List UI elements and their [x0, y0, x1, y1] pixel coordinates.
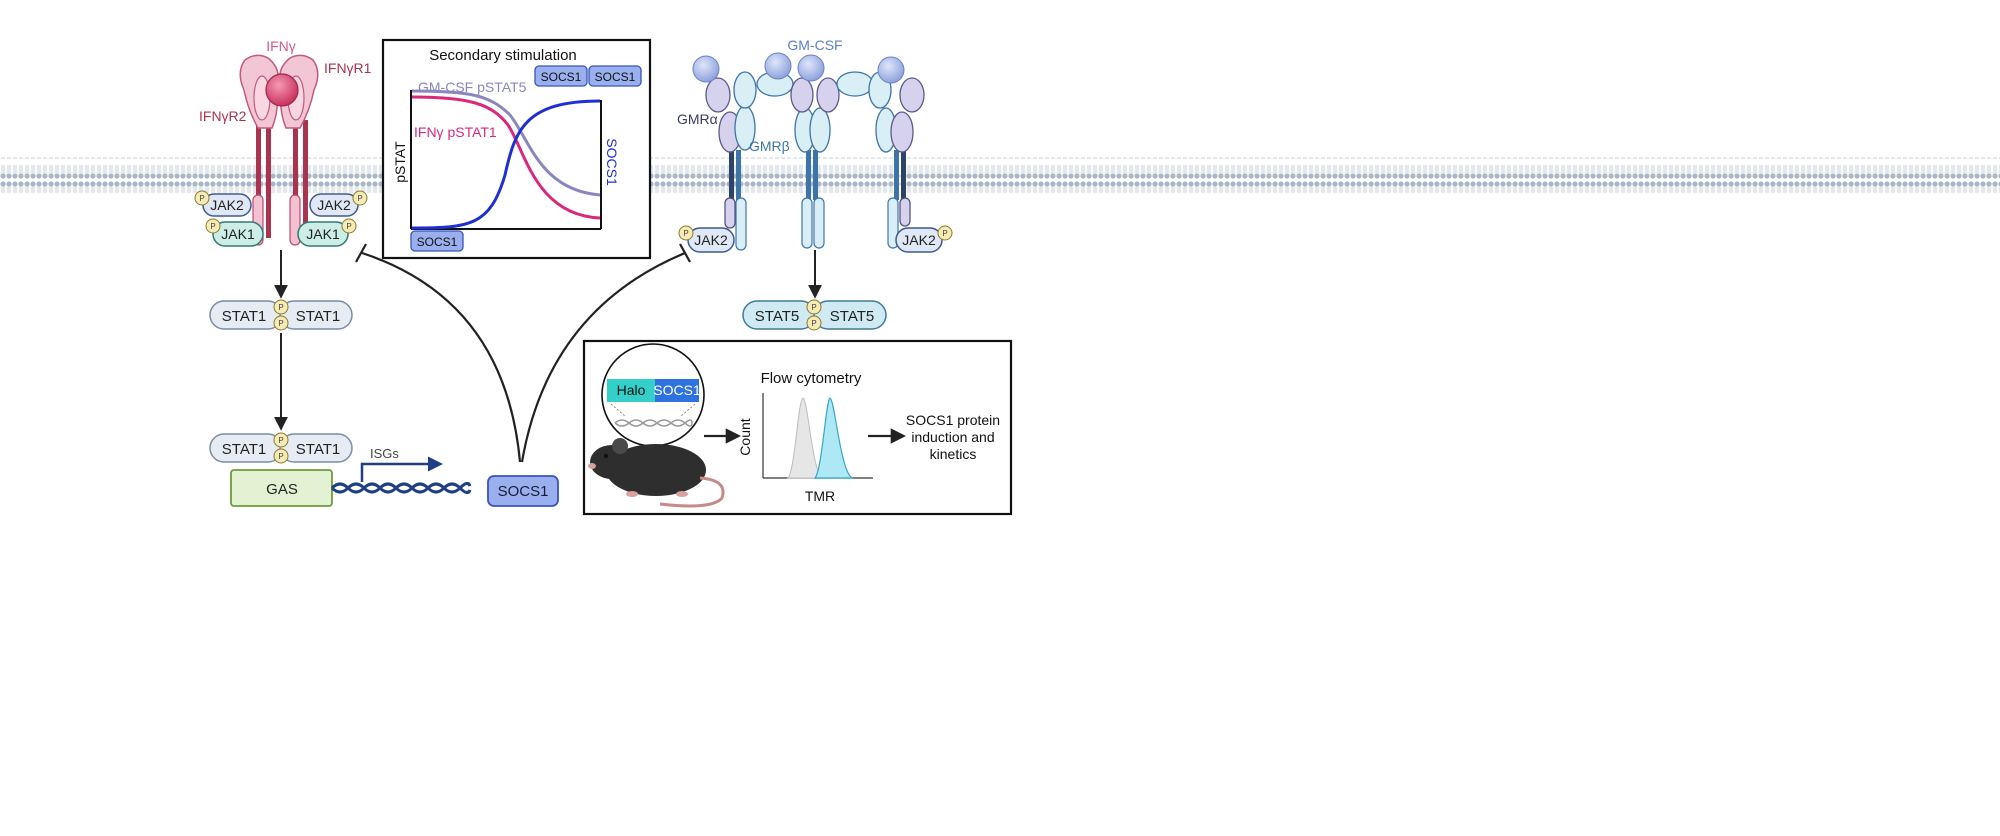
stat1-dimer-cytoplasm: [209, 299, 353, 331]
phospho-label: P: [683, 229, 688, 238]
phospho-label: P: [811, 319, 816, 328]
socs1-central-label: SOCS1: [498, 483, 549, 500]
phospho-label: P: [811, 303, 816, 312]
phospho-label: P: [278, 436, 283, 445]
jak1-box-right: [297, 221, 349, 247]
gm-csf-ligand: [877, 56, 905, 84]
ifngr1-label: IFNγR1: [324, 60, 372, 76]
inhibition-arc-to-ifn: [361, 251, 522, 463]
socs1-fusion-tag: [655, 379, 699, 402]
mouse-illustration: [588, 438, 725, 508]
stat1-dimer-nucleus: [209, 432, 353, 464]
phospho-label: P: [278, 303, 283, 312]
gas-label: GAS: [266, 481, 298, 498]
stat5-label: STAT5: [830, 308, 874, 325]
halo-tag-label: Halo: [617, 382, 646, 398]
phospho-label: P: [210, 222, 215, 231]
jak2-label-left: JAK2: [210, 197, 244, 213]
phospho-label: P: [942, 229, 947, 238]
socs1-tag: [588, 65, 642, 87]
jak1-label-right: JAK1: [306, 226, 340, 242]
ifngr2-label: IFNγR2: [199, 108, 247, 124]
socs1-fusion-tag-label: SOCS1: [653, 382, 701, 398]
phospho-label: P: [357, 194, 362, 203]
flow-cytometry-title: Flow cytometry: [761, 370, 862, 387]
gm-csf-ligand: [764, 52, 792, 80]
socs1-axis-label: SOCS1: [604, 138, 620, 186]
gmr-alpha-label: GMRα: [677, 111, 718, 127]
socs1-curve: [411, 99, 601, 230]
result-line-2: induction and: [911, 429, 994, 445]
gm-csf-ligand: [692, 55, 720, 83]
stat5-label: STAT5: [755, 308, 799, 325]
socs1-tag-label: SOCS1: [417, 235, 458, 249]
jak1-box-left: [212, 221, 264, 247]
jak2-label-right: JAK2: [317, 197, 351, 213]
phospho-badges-ifn-jak: [194, 190, 368, 234]
gm-jak2-box-right: [895, 227, 943, 253]
ifn-pstat1-curve-label: IFNγ pSTAT1: [414, 124, 497, 140]
transcription-arrow: [360, 456, 443, 482]
socs1-central-box: [487, 475, 559, 507]
result-line-1: SOCS1 protein: [906, 412, 1000, 428]
cell-membrane: [0, 157, 2000, 193]
ifn-gamma-ligand: [265, 73, 299, 107]
isgs-label: ISGs: [370, 446, 399, 461]
jak1-label-left: JAK1: [221, 226, 255, 242]
gm-pstat5-curve-label: GM-CSF pSTAT5: [418, 79, 527, 95]
phospho-label: P: [278, 452, 283, 461]
stat5-dimer: [742, 299, 887, 331]
socs1-tag-label: SOCS1: [541, 70, 582, 84]
socs1-tag: [534, 65, 588, 87]
histogram-halo-socs1: [813, 397, 854, 479]
tmr-axis-label: TMR: [805, 488, 835, 504]
ifn-gamma-label: IFNγ: [266, 38, 296, 54]
socs1-tag-label: SOCS1: [595, 70, 636, 84]
result-line-3: kinetics: [930, 446, 977, 462]
gm-jak2-label: JAK2: [902, 232, 936, 248]
gm-csf-ligand: [797, 54, 825, 82]
stat1-label: STAT1: [296, 308, 340, 325]
gm-csf-label: GM-CSF: [787, 37, 842, 53]
pstat-axis-label: pSTAT: [392, 141, 408, 183]
stat1-label: STAT1: [296, 441, 340, 458]
gmr-beta-label: GMRβ: [749, 138, 790, 154]
socs1-tag: [410, 230, 464, 252]
ifn-receptor-complex: [202, 54, 359, 247]
histogram-control: [786, 397, 824, 479]
stat1-label: STAT1: [222, 441, 266, 458]
secondary-stimulation-title: Secondary stimulation: [429, 47, 577, 64]
gm-csf-receptor-complex: [678, 52, 953, 253]
gm-pstat5-curve: [411, 89, 601, 197]
gm-jak2-label: JAK2: [694, 232, 728, 248]
phospho-label: P: [278, 319, 283, 328]
dna-helix: [330, 481, 472, 495]
stat1-label: STAT1: [222, 308, 266, 325]
ifn-pstat1-curve: [411, 95, 601, 220]
count-axis-label: Count: [737, 418, 753, 455]
phospho-label: P: [346, 222, 351, 231]
inhibition-arc-to-gm: [520, 251, 686, 463]
phospho-label: P: [199, 194, 204, 203]
halo-tag: [607, 379, 655, 402]
